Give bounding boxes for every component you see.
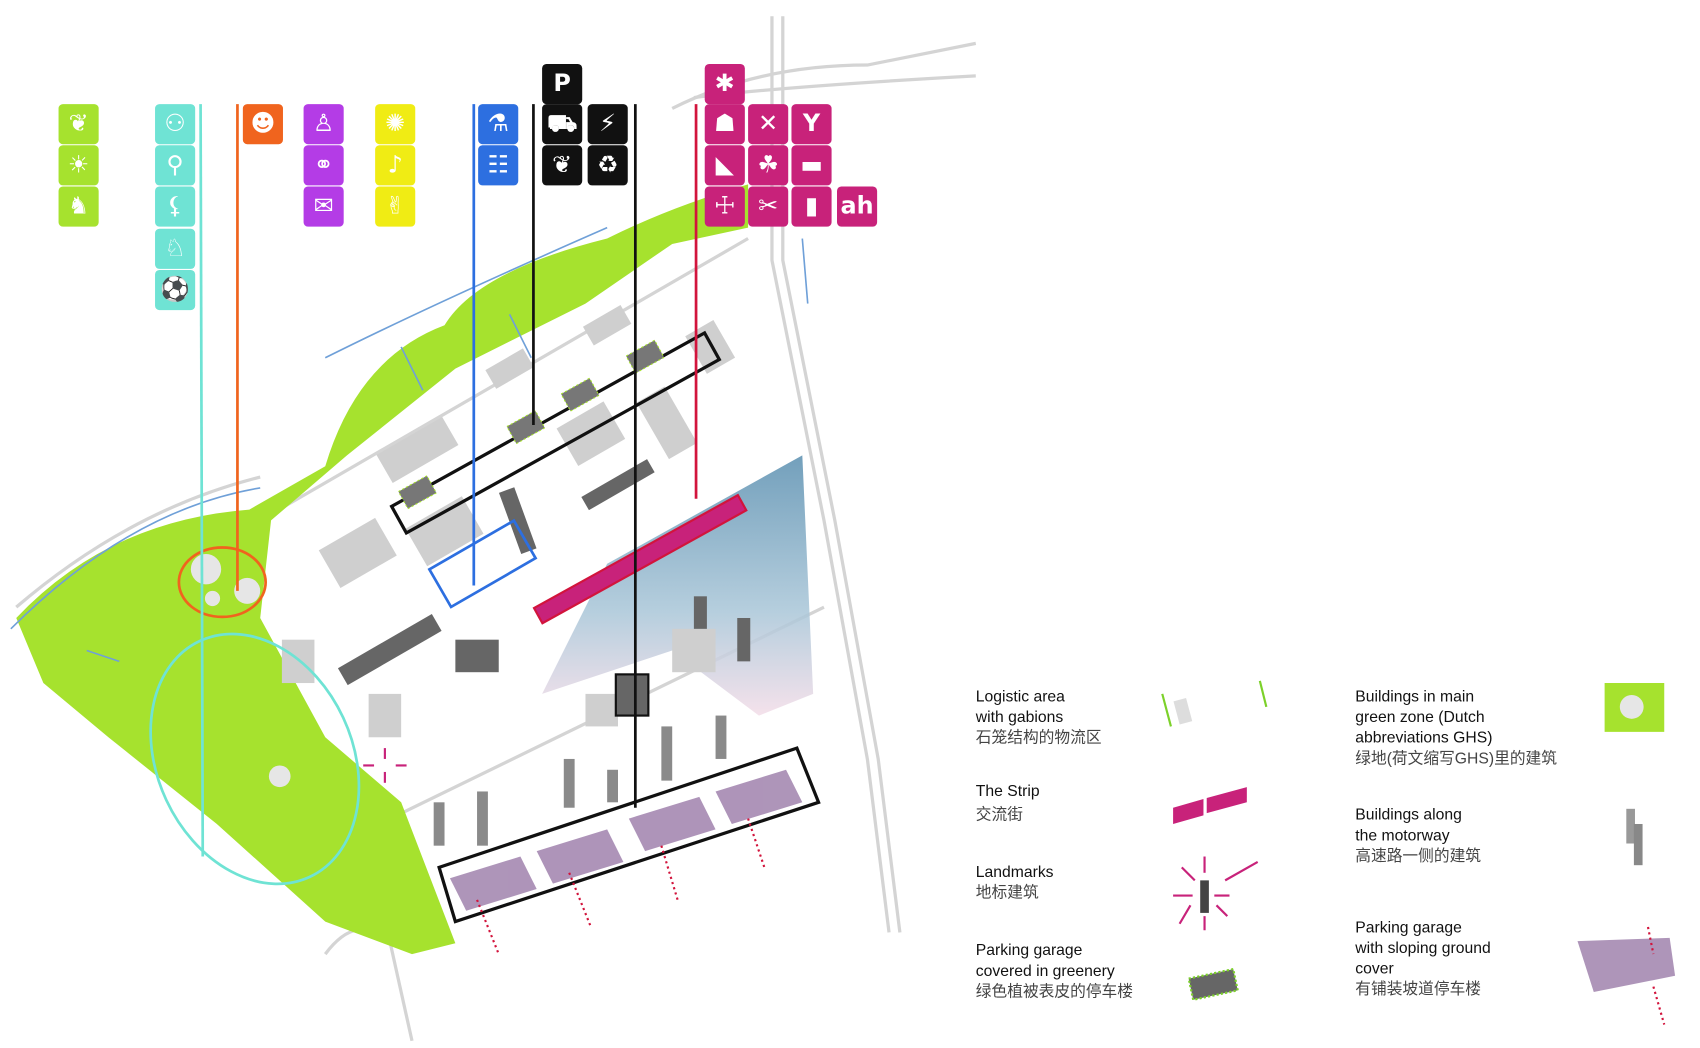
legend-label-cn: 有铺装坡道停车楼 — [1355, 981, 1482, 999]
hikers-icon: ⚇ — [155, 104, 196, 145]
shopping-bag-icon: ▮ — [791, 186, 832, 227]
cocktail-icon: Y — [791, 104, 832, 145]
legend-the-strip: The Strip 交流街 — [976, 782, 1040, 826]
parking-garages-sloping — [437, 746, 821, 955]
child-crawling-icon: ☻ — [242, 104, 283, 145]
electric-car-icon: ⚡ — [587, 104, 628, 145]
icon-leader-lines — [199, 104, 698, 857]
legend-label-cn: 交流街 — [975, 806, 1023, 824]
watercourses — [10, 226, 809, 663]
arrow-star-icon: ✱ — [704, 63, 745, 105]
legend-motorway-buildings: Buildings along the motorway 高速路一侧的建筑 — [1355, 806, 1481, 868]
meeting-icon: ✉ — [303, 186, 344, 227]
football-icon: ⚽ — [155, 269, 196, 311]
legend-label: Buildings along — [1355, 806, 1462, 824]
solar-energy-icon: ☀ — [58, 145, 99, 186]
restaurant-icon: ✕ — [748, 104, 789, 145]
horse-riding-icon: ♘ — [155, 228, 196, 269]
ghs-buildings — [149, 546, 361, 886]
legend-label: the motorway — [1355, 827, 1450, 845]
legend-label: Buildings in main — [1355, 688, 1475, 706]
stadium-icon: ◣ — [704, 145, 745, 186]
legend-sloping-parking-garage: Parking garage with sloping ground cover… — [1355, 918, 1490, 1000]
legend-ghs-buildings: Buildings in main green zone (Dutch abbr… — [1355, 687, 1557, 769]
group-icon: ☘ — [748, 145, 789, 186]
legend-label: Logistic area — [975, 688, 1065, 706]
green-parking-garage — [614, 673, 650, 717]
microscope-icon: ⚗ — [478, 104, 519, 145]
legend-label-cn: 高速路一侧的建筑 — [1355, 847, 1482, 866]
green-zone — [16, 184, 749, 955]
water-recycle-icon: ♻ — [587, 145, 628, 186]
legend-label: green zone (Dutch — [1355, 709, 1485, 727]
eco-leaf-icon: ❦ — [542, 145, 583, 186]
legend-logistic-area: Logistic area with gabions 石笼结构的物流区 — [976, 687, 1102, 749]
crowd-icon: ☗ — [704, 104, 745, 145]
theatre-icon: ▬ — [791, 145, 832, 186]
legend-label: Landmarks — [975, 864, 1054, 882]
legend-landmarks: Landmarks 地标建筑 — [976, 863, 1054, 904]
legend-label-cn: 绿色植被表皮的停车楼 — [975, 983, 1133, 1001]
blue-outline-building — [427, 518, 538, 609]
legend-label-cn: 绿地(荷文缩写GHS)里的建筑 — [1355, 750, 1557, 768]
legend-label: The Strip — [975, 782, 1040, 801]
legend-label: covered in greenery — [975, 962, 1115, 981]
motorway-buildings — [433, 715, 727, 846]
legend-symbols — [1161, 680, 1676, 1025]
legend-label-cn: 地标建筑 — [975, 884, 1039, 903]
car-icon: ⛟ — [542, 104, 583, 145]
legend-label: cover — [1355, 960, 1394, 978]
office-work-icon: ♙ — [303, 104, 344, 145]
supermarket-logo-icon: ah — [837, 186, 878, 227]
fitness-icon: ☩ — [704, 186, 745, 227]
leaves-icon: ❦ — [58, 104, 99, 145]
legend-label: with gabions — [975, 709, 1064, 727]
deer-icon: ♞ — [58, 186, 99, 227]
legend-green-parking-garage: Parking garage covered in greenery 绿色植被表… — [976, 941, 1133, 1003]
classroom-icon: ☷ — [478, 145, 519, 186]
performance-icon: ♪ — [375, 145, 416, 186]
tennis-icon: ⚸ — [155, 186, 196, 227]
landmark-star — [363, 748, 407, 783]
hairdresser-icon: ✂ — [748, 186, 789, 227]
audience-icon: ✺ — [375, 104, 416, 145]
handshake-icon: ⚭ — [303, 145, 344, 186]
parking-icon: P — [542, 63, 583, 105]
bicycle-icon: ⚲ — [155, 145, 196, 186]
legend-label: Parking garage — [975, 942, 1083, 960]
legend-label: Parking garage — [1355, 919, 1462, 937]
celebration-icon: ✌ — [375, 186, 416, 227]
legend-label-cn: 石笼结构的物流区 — [975, 729, 1102, 748]
legend-label: with sloping ground — [1355, 940, 1491, 958]
buildings — [281, 305, 736, 738]
legend-label: abbreviations GHS) — [1355, 729, 1493, 748]
